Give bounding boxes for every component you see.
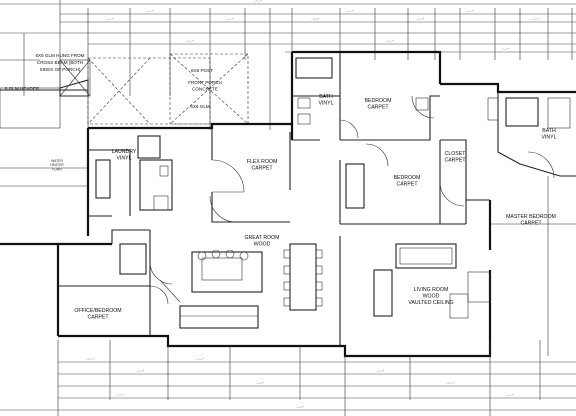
bath1-floor: VINYL [319, 101, 334, 107]
dimension-values-top: ··'-··" ··'-··" ··'-··" ··'-··" ··'-··" … [106, 0, 539, 52]
master-floor: CARPET [520, 221, 542, 227]
svg-text:··'-··": ··'-··" [136, 370, 144, 374]
svg-text:··'-··": ··'-··" [296, 406, 304, 410]
svg-text:··'-··": ··'-··" [466, 10, 474, 14]
closet-floor: CARPET [444, 158, 466, 164]
interior-walls [58, 52, 576, 346]
svg-text:··'-··": ··'-··" [86, 358, 94, 362]
svg-text:··'-··": ··'-··" [531, 18, 539, 22]
dimension-values-bottom: ··'-··" ··'-··" ··'-··" ··'-··" ··'-··" … [86, 358, 514, 410]
great-room-floor: WOOD [254, 242, 271, 248]
notes: 6X6 GLM HUNG FROM CROSS BEAM (BOTH SIDES O… [5, 53, 222, 171]
bedroom1-floor: CARPET [367, 105, 389, 111]
office-floor: CARPET [87, 315, 109, 321]
bottom-dimension-lines: ··'-··" ··'-··" ··'-··" ··'-··" ··'-··" … [0, 340, 576, 416]
glm-header-note: 6 GLM HEADER [5, 86, 40, 91]
bath2-floor: VINYL [542, 135, 557, 141]
svg-text:··'-··": ··'-··" [226, 18, 234, 22]
bedroom1-name: BEDROOM [365, 98, 392, 104]
flex-floor: CARPET [251, 166, 273, 172]
living-room-ceiling: VAULTED CEILING [408, 300, 453, 306]
porch-note-line-2: CROSS BEAM (BOTH [37, 60, 83, 65]
laundry-name: LAUNDRY [112, 149, 137, 155]
svg-text:··'-··": ··'-··" [146, 10, 154, 14]
bedroom2-name: BEDROOM [394, 175, 421, 181]
svg-text:··'-··": ··'-··" [256, 382, 264, 386]
bedroom2-floor: CARPET [396, 182, 418, 188]
left-grid-lines [0, 33, 88, 187]
porch-area [0, 53, 249, 129]
small-box-line-3: FURN [52, 167, 62, 171]
svg-text:··'-··": ··'-··" [376, 370, 384, 374]
svg-text:··'-··": ··'-··" [106, 18, 114, 22]
laundry-floor: VINYL [117, 156, 132, 162]
master-name: MASTER BEDROOM [506, 214, 556, 220]
svg-text:··'-··": ··'-··" [254, 0, 262, 4]
post-note: 6X6 POST [191, 68, 213, 73]
living-room-name: LIVING ROOM [414, 287, 449, 293]
small-box-line-1: WATER [51, 159, 63, 163]
bath2-name: BATH [542, 128, 556, 134]
porch-material: CONCRETE [192, 87, 218, 92]
small-box-line-2: HEATER [50, 163, 64, 167]
great-room-name: GREAT ROOM [245, 235, 280, 241]
right-grid-lines [490, 176, 576, 356]
porch-note-line-1: 6X6 GLM HUNG FROM [35, 53, 84, 58]
svg-text:··'-··": ··'-··" [116, 394, 124, 398]
porch-glm-note: 6X6 GLM [190, 104, 210, 109]
flex-name: FLEX ROOM [247, 159, 278, 165]
porch-label: FRONT PORCH [188, 80, 222, 85]
office-name: OFFICE/BEDROOM [74, 308, 121, 314]
svg-text:··'-··": ··'-··" [196, 358, 204, 362]
living-room-floor: WOOD [423, 294, 440, 300]
svg-text:··'-··": ··'-··" [501, 48, 509, 52]
closet-name: CLOSET [445, 151, 467, 157]
svg-text:··'-··": ··'-··" [506, 394, 514, 398]
bath1-name: BATH [319, 94, 333, 100]
svg-text:··'-··": ··'-··" [446, 382, 454, 386]
svg-text:··'-··": ··'-··" [386, 40, 394, 44]
svg-text:··'-··": ··'-··" [346, 10, 354, 14]
porch-note-line-3: SIDES OF PORCH) [40, 67, 81, 72]
svg-text:··'-··": ··'-··" [311, 18, 319, 22]
svg-text:··'-··": ··'-··" [416, 18, 424, 22]
fixtures [179, 97, 499, 329]
top-dimension-lines: ··'-··" ··'-··" ··'-··" ··'-··" ··'-··" … [0, 0, 576, 130]
svg-text:··'-··": ··'-··" [186, 40, 194, 44]
